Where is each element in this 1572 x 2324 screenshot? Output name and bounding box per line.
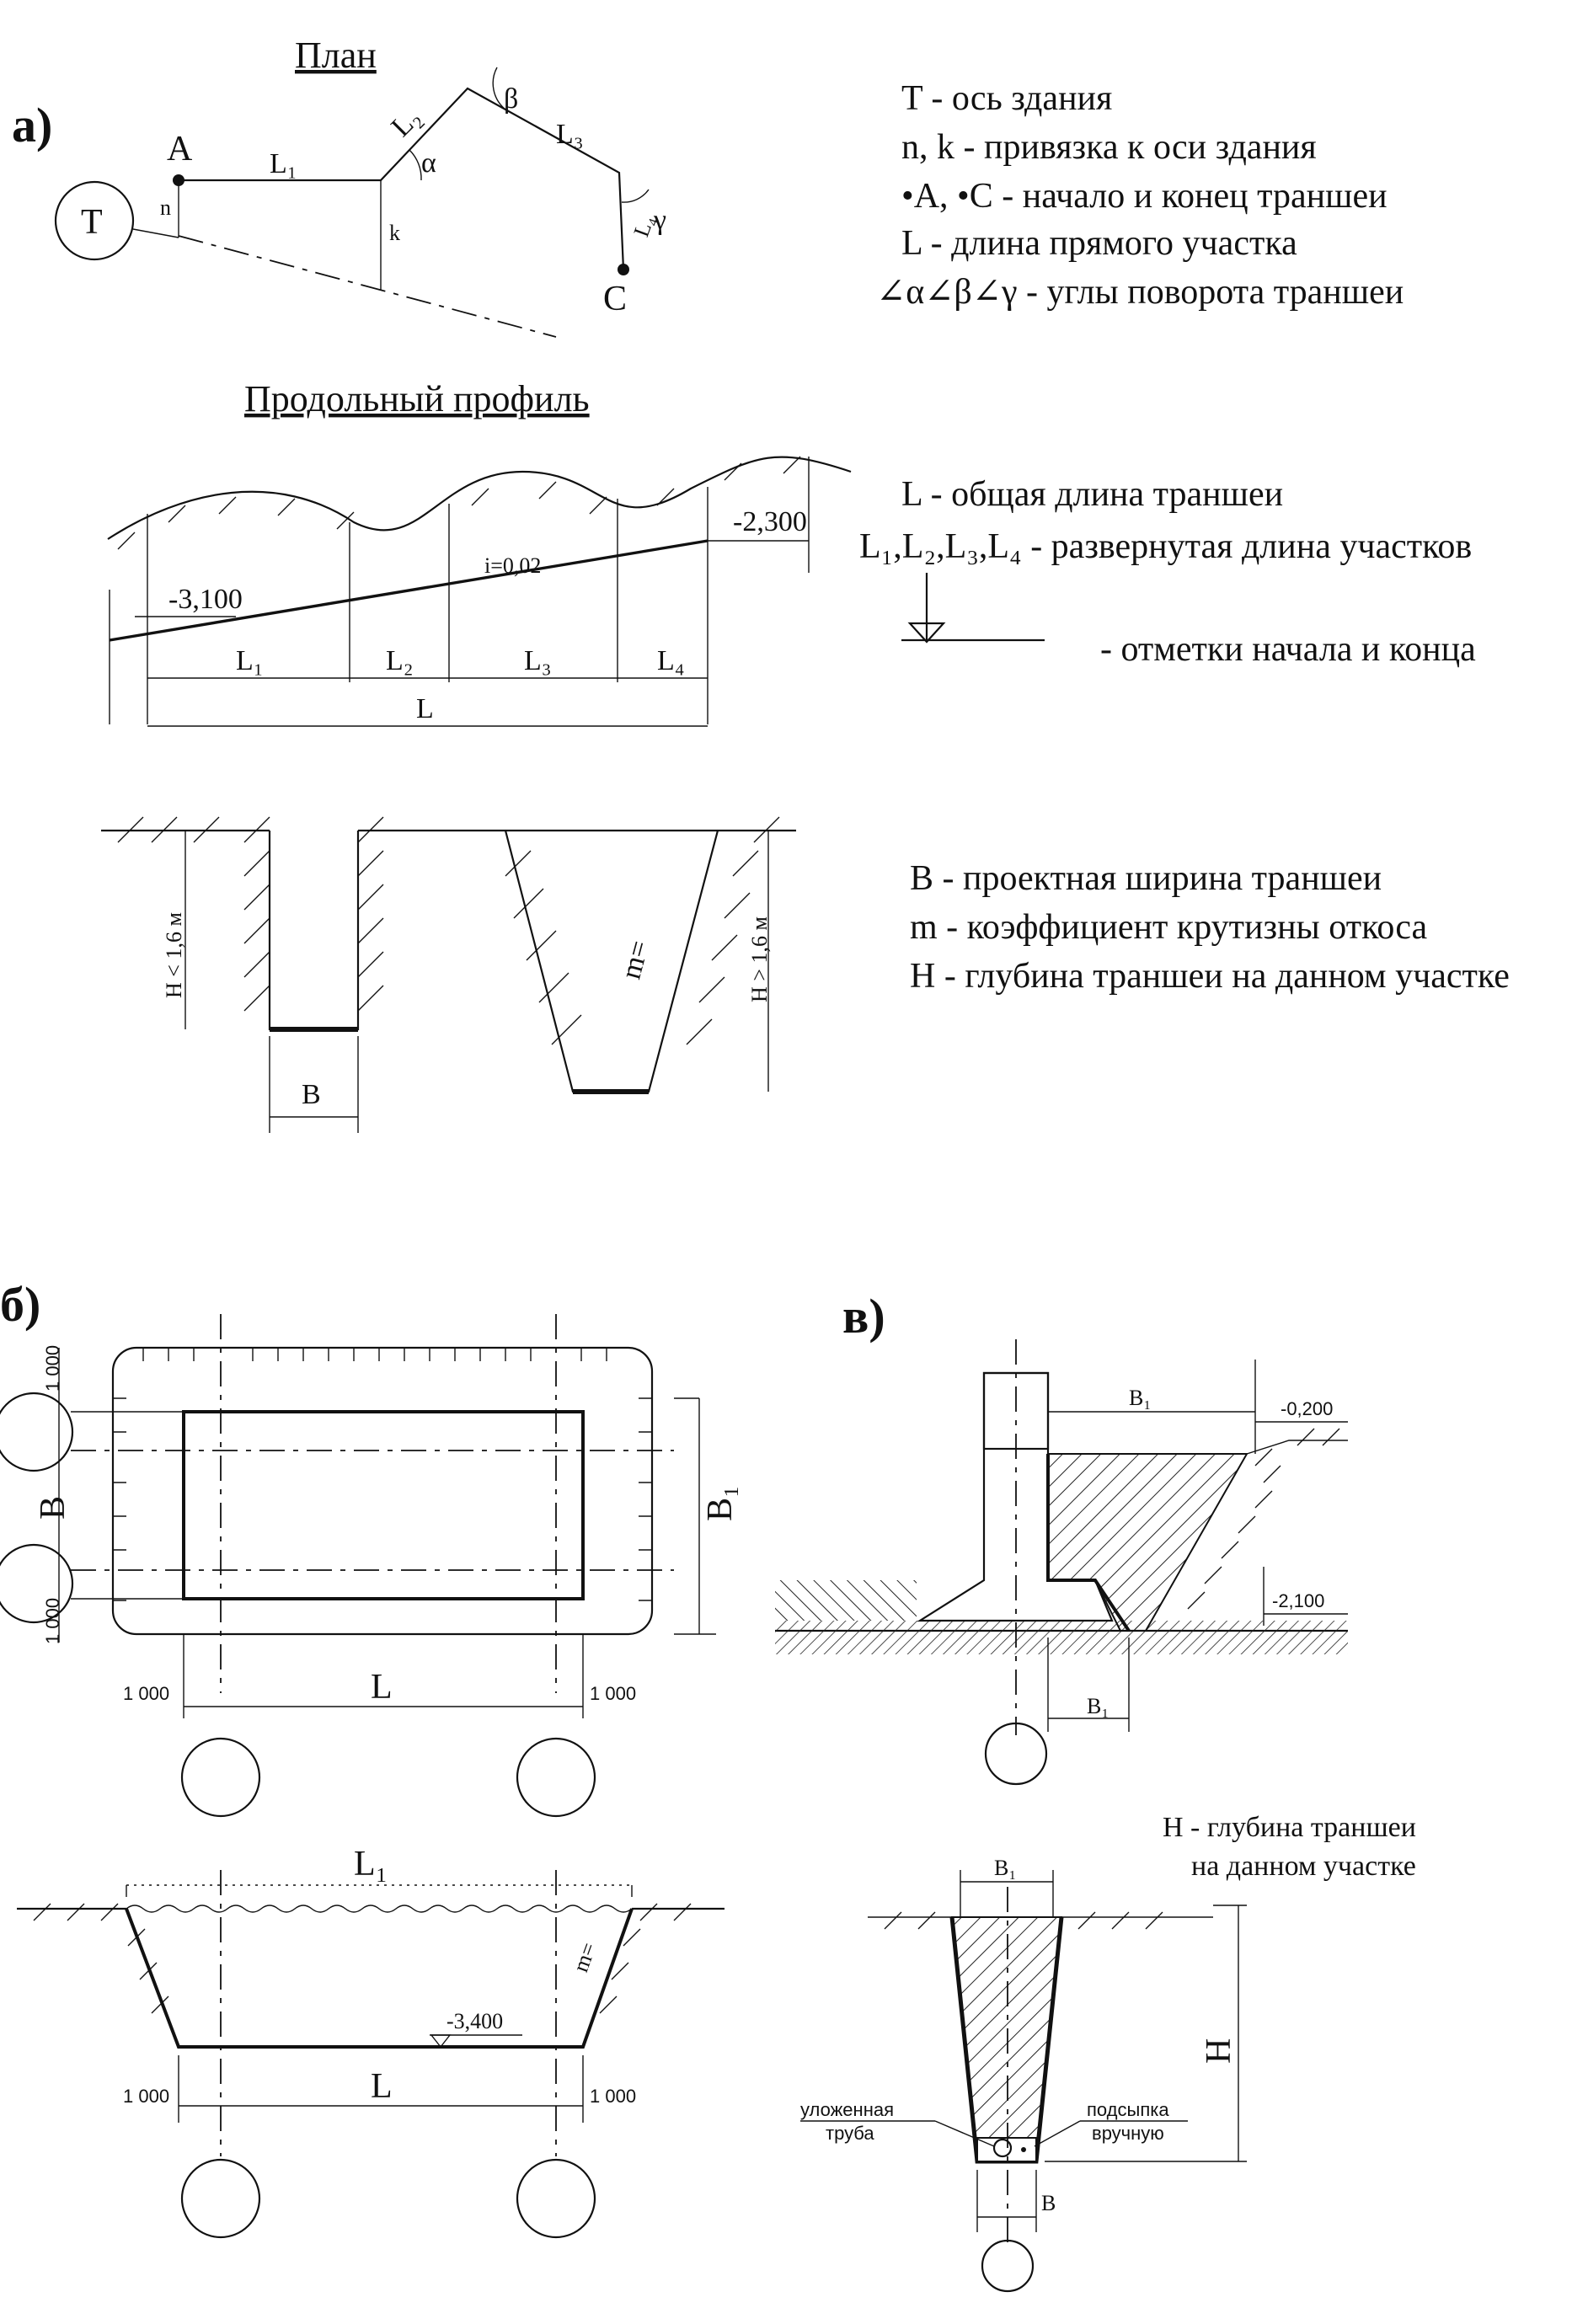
angle-alpha-label: α [421,147,436,179]
segment-l3-label: L₃ [556,119,584,150]
profile-seg-l2: L₂ [386,645,414,676]
cross-sections: H < 1,6 м H > 1,6 м B m= B - проектная ш… [101,816,1510,1133]
plan-legend-4: L - длина прямого участка [901,224,1297,263]
marker-b: б) [0,1277,40,1332]
depth-note: H - глубина траншеи на данном участке [1163,1812,1416,1882]
depth-note-line-1: H - глубина траншеи [1163,1812,1416,1843]
profile-slope-label: i=0,02 [484,553,541,578]
plan-view: а) План T A C n k L₁ L₂ L₃ L₄ α β γ T - … [12,35,1404,338]
segment-l1-label: L₁ [270,148,297,179]
foundation-backfill-section: в) B₁ B₁ -0,200 -2,100 [775,1289,1348,1786]
plan-legend-2: n, k - привязка к оси здания [901,128,1317,167]
pipe-label-2: труба [826,2123,874,2144]
trench-bottom-line [109,539,708,642]
profile-mark-end: -2,300 [733,506,807,537]
pit-width-b-label: B [34,1496,72,1520]
pit-plan: б) 1 000 1 000 1 000 1 000 B B₁ L [0,1277,740,1818]
profile-total-l: L [416,693,434,724]
plan-legend-1: T - ось здания [901,79,1112,118]
pit-mark-label: -3,400 [446,2009,503,2033]
marker-v: в) [842,1289,885,1344]
ground-surface-line [107,456,852,540]
angle-beta-label: β [504,83,518,115]
dim-1000-right: 1 000 [590,1683,636,1704]
profile-seg-l1: L₁ [236,645,264,676]
depth-large-label: H > 1,6 м [747,916,772,1002]
dim-1000-top: 1 000 [42,1345,63,1392]
point-c-label: C [603,280,627,318]
angle-gamma-label: γ [653,205,666,236]
pipe-trench-section: B₁ B H уложенная труба подсыпка вручную [800,1856,1247,2293]
profile-legend-2: L₁,L₂,L₃,L₄ - развернутая длина участков [859,527,1472,566]
profile-title: Продольный профиль [244,378,590,419]
mark-top-label: -0,200 [1281,1398,1333,1419]
point-a-label: A [167,130,193,168]
marker-a: а) [12,98,52,152]
pit-slope-label: m= [568,1939,601,1975]
profile-mark-start: -3,100 [168,584,243,615]
mark-bottom-label: -2,100 [1272,1590,1324,1611]
plan-legend-5: ∠α∠β∠γ - углы поворота траншеи [876,273,1404,312]
elevation-mark-symbol [901,573,1045,644]
pipe-trench-width-top: B₁ [994,1856,1016,1880]
pit-dim-1000-right: 1 000 [590,2086,636,2107]
slope-m-label: m= [616,938,656,983]
pit-dim-1000-left: 1 000 [123,2086,169,2107]
point-c-marker [618,264,629,275]
profile-seg-l4: L₄ [657,645,685,676]
pipe-trench-depth-label: H [1200,2038,1238,2064]
dim-1000-left: 1 000 [123,1683,169,1704]
pit-bottom-length-label: L [371,2067,393,2106]
foundation-width-bottom: B₁ [1087,1694,1109,1718]
pit-width-b1-label: B₁ [701,1485,740,1521]
depth-note-line-2: на данном участке [1191,1851,1416,1882]
width-b-label: B [302,1079,321,1110]
pipe-trench-width-bottom: B [1041,2191,1056,2215]
building-axis-circle [54,180,135,261]
depth-small-label: H < 1,6 м [162,912,186,998]
pipe-label-1: уложенная [800,2099,894,2120]
section-legend-3: H - глубина траншеи на данном участке [910,957,1510,996]
offset-n-label: n [160,195,171,220]
longitudinal-profile: Продольный профиль -3,100 -2,300 i=0,02 … [107,378,1476,727]
foundation-width-top: B₁ [1129,1386,1151,1410]
backfill-label-1: подсыпка [1087,2099,1169,2120]
section-legend-1: B - проектная ширина траншеи [910,859,1382,898]
offset-k-label: k [389,221,400,245]
backfill-label-2: вручную [1092,2123,1164,2144]
pit-length-l-label: L [371,1668,393,1707]
trench-route [179,87,625,270]
profile-seg-l3: L₃ [524,645,552,676]
pit-top-length-label: L₁ [354,1845,388,1883]
plan-title: План [295,35,377,76]
plan-legend-3: •A, •C - начало и конец траншеи [901,177,1388,216]
pit-bottom-contour [182,1410,585,1600]
building-axis-label: T [81,203,103,242]
profile-legend-3: - отметки начала и конца [1100,630,1476,669]
profile-legend-1: L - общая длина траншеи [901,475,1283,514]
section-legend-2: m - коэффициент крутизны откоса [910,908,1428,947]
dim-1000-bottom: 1 000 [42,1598,63,1644]
pit-outer-contour [111,1346,654,1636]
pit-section: L₁ -3,400 m= L 1 000 1 000 [17,1845,725,2239]
